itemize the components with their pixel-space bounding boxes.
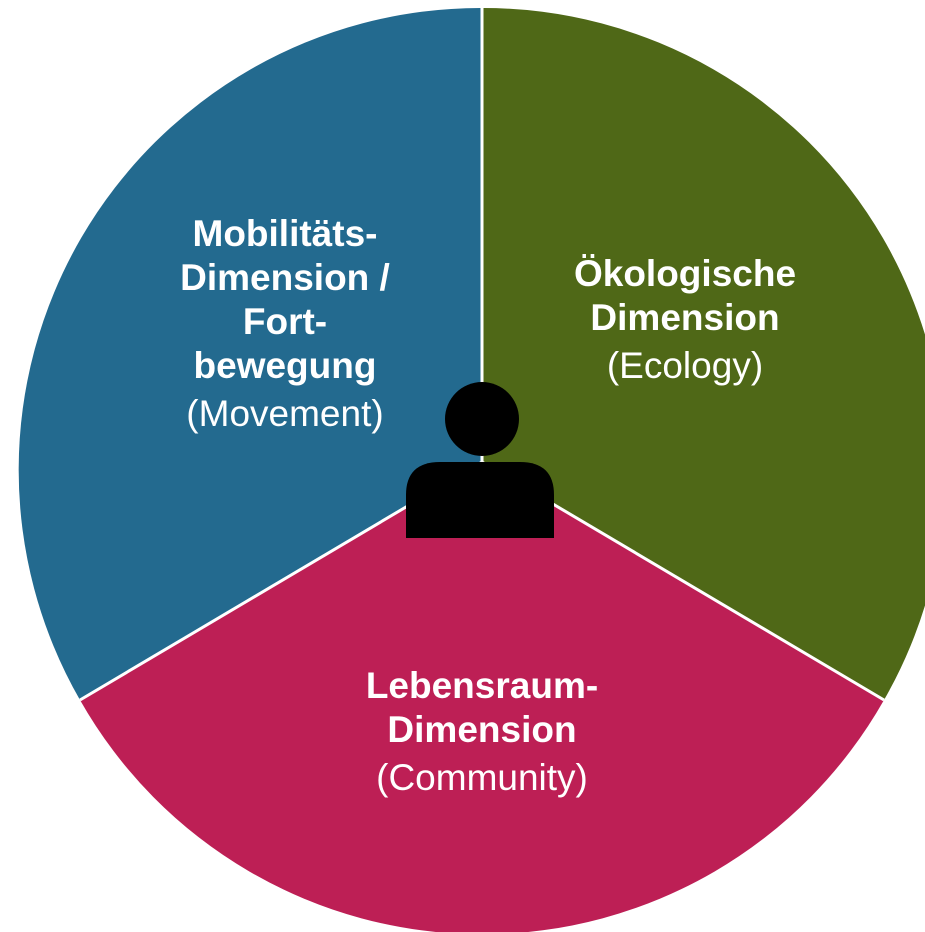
movement-subtitle: (Movement) bbox=[186, 393, 384, 434]
label-community: Lebensraum- Dimension (Community) bbox=[317, 664, 647, 800]
community-title: Lebensraum- Dimension bbox=[365, 665, 599, 750]
community-subtitle: (Community) bbox=[376, 757, 588, 798]
ecology-title: Ökologische Dimension bbox=[573, 253, 797, 338]
movement-title: Mobilitäts- Dimension / Fort- bewegung bbox=[180, 213, 390, 386]
person-icon bbox=[406, 382, 554, 538]
label-ecology: Ökologische Dimension (Ecology) bbox=[520, 252, 850, 388]
ecology-subtitle: (Ecology) bbox=[606, 345, 764, 386]
segment-community bbox=[80, 462, 884, 932]
label-movement: Mobilitäts- Dimension / Fort- bewegung (… bbox=[120, 212, 450, 436]
segment-movement bbox=[18, 7, 482, 701]
